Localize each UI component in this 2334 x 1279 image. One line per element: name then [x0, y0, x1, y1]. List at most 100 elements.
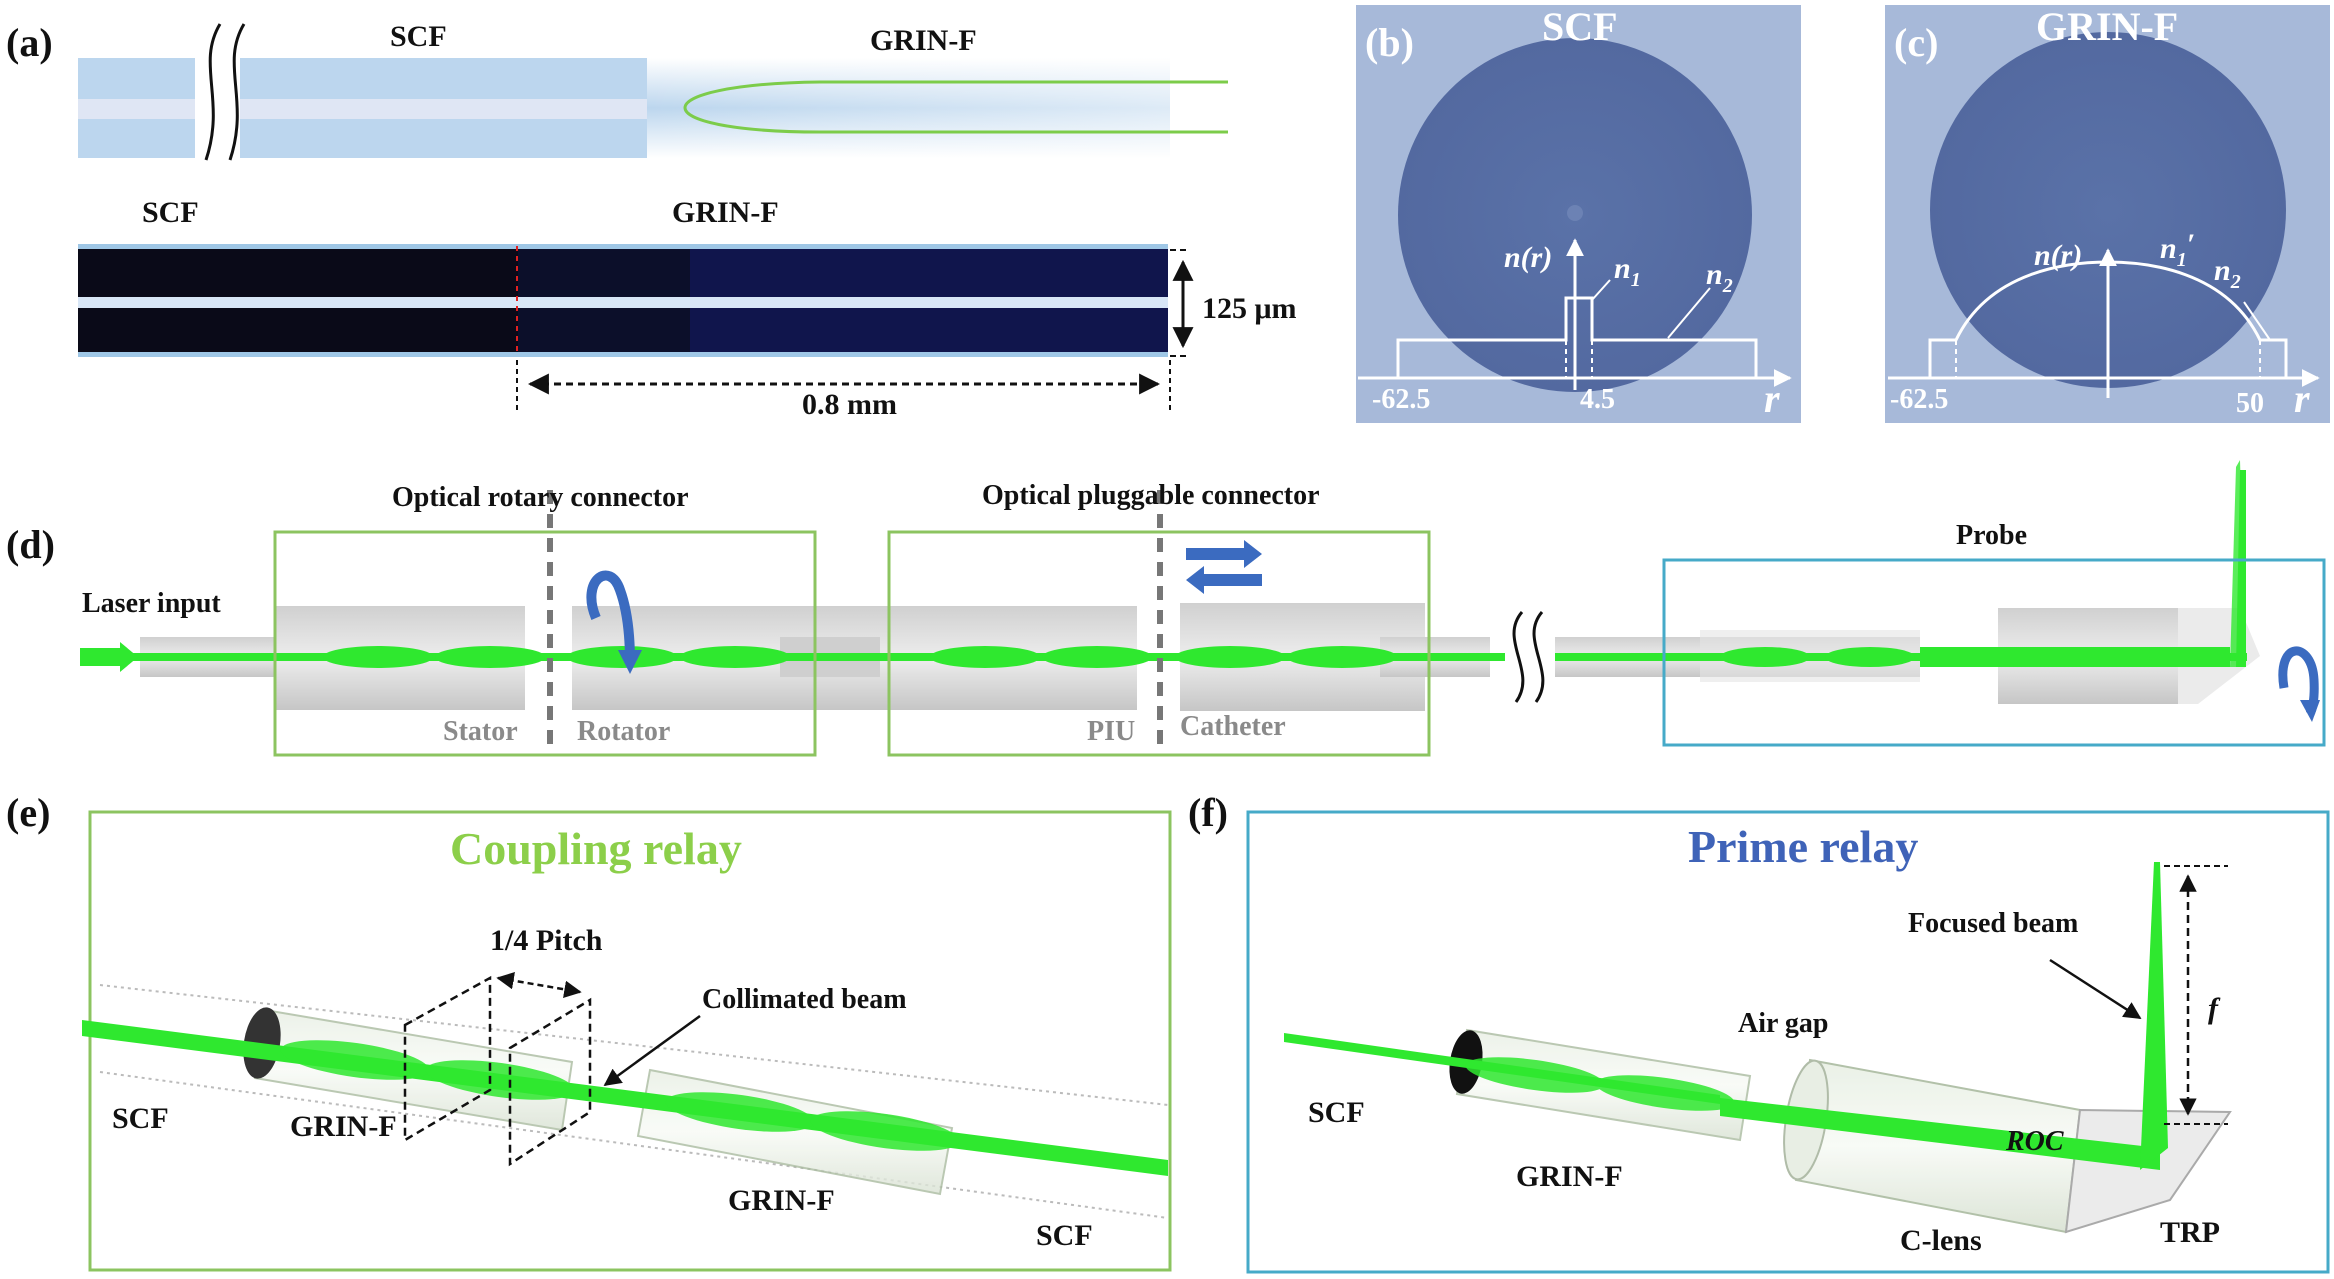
rotator-label: Rotator: [577, 716, 670, 747]
pitch-label: 1/4 Pitch: [490, 924, 603, 957]
panel-f-label: (f): [1188, 790, 1228, 835]
micrograph-bottom-edge: [78, 352, 1168, 357]
panel-c-title: GRIN-F: [2036, 4, 2178, 49]
scf-top-label: SCF: [390, 20, 447, 53]
beam-tip: [2230, 460, 2246, 667]
plug-arrow-left: [1186, 566, 1262, 594]
laser-input-arrow: [80, 642, 138, 672]
catheter-label: Catheter: [1180, 711, 1286, 742]
scf-core-right: [240, 99, 647, 119]
grinf-right-label: GRIN-F: [728, 1184, 835, 1217]
panel-c-label: (c): [1894, 20, 1938, 65]
prime-relay-frame: [1246, 810, 2330, 1274]
pitch-plane-right: [508, 997, 592, 1167]
tick-left-c: -62.5: [1890, 384, 1948, 415]
pluggable-connector-frame: [887, 530, 1431, 757]
beam-lenses: [323, 646, 1915, 668]
prime-grinf-label: GRIN-F: [1516, 1160, 1623, 1193]
coupling-beam: [82, 1020, 1168, 1176]
scf-core-left: [78, 99, 195, 119]
panel-b-label: (b): [1365, 20, 1414, 65]
scf-edge-bottom: [99, 1071, 1169, 1219]
roc-label: ROC: [2005, 1126, 2064, 1157]
micrograph-core: [78, 297, 1168, 308]
tick-right-c: 50: [2236, 388, 2264, 419]
scf-left-label: SCF: [112, 1102, 169, 1135]
rotation-arrow: [586, 570, 635, 663]
panel-b-title: SCF: [1542, 4, 1618, 49]
collimated-pointer: [603, 1014, 701, 1087]
grinf-fade: [647, 58, 1170, 158]
focal-length-label: f: [2208, 992, 2221, 1025]
pitch-plane-left: [403, 975, 492, 1143]
air-gap-label: Air gap: [1738, 1008, 1829, 1039]
pluggable-title: Optical pluggable connector: [982, 480, 1320, 511]
probe-frame: [1662, 558, 2326, 747]
n2-leader: [1667, 287, 1711, 339]
panel-e: (e) Coupling relay 1/4 Pitch Collimated …: [6, 790, 1172, 1272]
r-axis-label-c: r: [2294, 376, 2310, 421]
prime-beam-lenses: [1465, 1057, 1735, 1111]
graded-index-profile: [1928, 260, 2288, 378]
pitch-arrow: [496, 972, 582, 998]
catheter-break-2: [1532, 611, 1545, 703]
rotary-connector-frame: [273, 530, 817, 757]
height-dimension-label: 125 μm: [1202, 292, 1297, 325]
prime-scf-label: SCF: [1308, 1096, 1365, 1129]
grinf-mid-label: GRIN-F: [672, 196, 779, 229]
rotation-arrow-head: [618, 650, 642, 674]
coupling-beam-lenses: [280, 1040, 960, 1151]
grinf-top-label: GRIN-F: [870, 24, 977, 57]
focused-pointer: [2049, 958, 2142, 1020]
plug-arrow-right: [1186, 540, 1262, 568]
panel-a-label: (a): [6, 20, 53, 65]
panel-b: (b) SCF n(r) n1 n2 -62.5 4.5 r: [1356, 4, 1801, 423]
break-mark-1: [204, 23, 222, 161]
prime-collimated-beam: [1720, 1098, 2160, 1170]
nr-label-b: n(r): [1504, 241, 1552, 274]
probe-rotation-head: [2300, 700, 2320, 722]
length-dimension-label: 0.8 mm: [802, 388, 897, 421]
step-index-profile: [1396, 296, 1758, 378]
n2-leader-c: [2243, 301, 2271, 341]
tick-right-b: 4.5: [1580, 384, 1615, 415]
collimated-probe-beam: [1920, 647, 2230, 667]
scf-mid-label: SCF: [142, 196, 199, 229]
n1-label-c: n1′: [2160, 228, 2195, 271]
n1-leader: [1591, 279, 1611, 301]
scf-right-label: SCF: [1036, 1219, 1093, 1252]
n2-label-c: n2: [2214, 254, 2241, 293]
grinf-endface-disc: [1930, 32, 2286, 388]
coupling-relay-title: Coupling relay: [450, 823, 742, 874]
collimated-label: Collimated beam: [702, 984, 907, 1015]
prime-relay-title: Prime relay: [1688, 821, 1918, 872]
focused-beam-label: Focused beam: [1908, 908, 2078, 939]
micrograph-top-edge: [78, 244, 1168, 249]
trp-label: TRP: [2160, 1216, 2220, 1249]
nr-label-c: n(r): [2034, 239, 2082, 272]
panel-d-label: (d): [6, 522, 55, 567]
coupling-relay-frame: [88, 810, 1172, 1272]
panel-f: (f) Prime relay f Focused beam Air gap S…: [1188, 790, 2330, 1274]
stator-label: Stator: [443, 716, 518, 747]
rotary-title: Optical rotary connector: [392, 482, 689, 513]
panel-c: (c) GRIN-F n(r) n1′ n2 -62.5 50 r: [1885, 4, 2330, 423]
panel-a: (a) SCF GRIN-F SCF GRIN-F 125 μm 0.8 mm: [6, 20, 1297, 421]
prime-focused-beam: [2140, 862, 2168, 1170]
main-beam: [82, 653, 2247, 661]
piu-label: PIU: [1087, 716, 1135, 747]
grinf-ray-path: [683, 80, 1228, 134]
n1-label-b: n1: [1614, 252, 1641, 291]
break-mark-2: [228, 23, 246, 161]
grinf-left-label: GRIN-F: [290, 1110, 397, 1143]
r-axis-label-b: r: [1764, 376, 1780, 421]
tick-left-b: -62.5: [1372, 384, 1430, 415]
c-lens-label: C-lens: [1900, 1224, 1982, 1257]
laser-input-label: Laser input: [82, 588, 221, 619]
scf-core-spot: [1567, 205, 1583, 221]
catheter-break-1: [1512, 611, 1525, 703]
n2-label-b: n2: [1706, 258, 1733, 297]
panel-d: (d) Laser input: [6, 460, 2326, 757]
grinf-left-endface: [243, 1007, 281, 1079]
